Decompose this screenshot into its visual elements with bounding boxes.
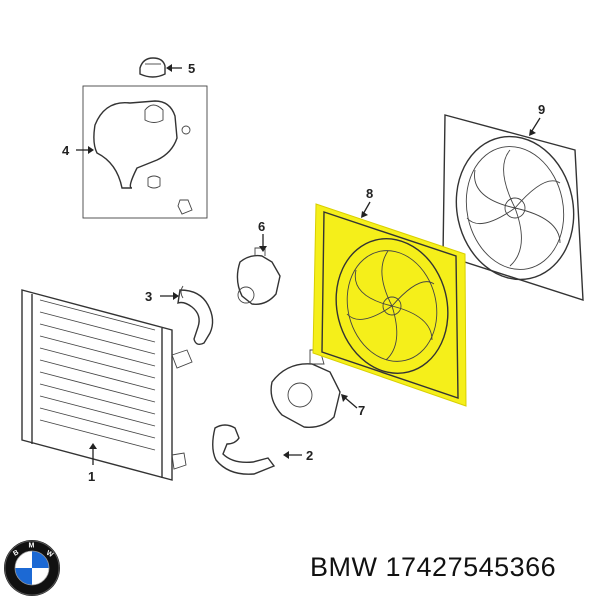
part-2-hose: 2	[212, 424, 313, 475]
bmw-logo: B M W	[4, 540, 60, 596]
callout-2: 2	[306, 448, 313, 463]
svg-text:B: B	[12, 549, 20, 558]
callout-9: 9	[538, 102, 545, 117]
part-3-hose: 3	[145, 285, 214, 346]
callout-6: 6	[258, 219, 265, 234]
part-9-fan-shroud: 9	[442, 102, 584, 301]
part-7-water-pump: 7	[270, 349, 365, 428]
callout-8: 8	[366, 186, 373, 201]
part-6-thermostat: 6	[236, 219, 281, 305]
caption-part-number: 17427545366	[385, 552, 557, 582]
callout-7: 7	[358, 403, 365, 418]
callout-4: 4	[62, 143, 70, 158]
part-caption: BMW 17427545366	[310, 552, 556, 583]
callout-1: 1	[88, 469, 95, 484]
part-4-expansion-tank: 4	[62, 85, 208, 219]
callout-5: 5	[188, 61, 195, 76]
caption-brand: BMW	[310, 552, 378, 582]
part-5-cap: 5	[139, 57, 195, 78]
part-1-radiator: 1	[21, 289, 193, 484]
svg-text:W: W	[45, 550, 55, 560]
svg-text:M: M	[29, 543, 35, 550]
part-8-fan-assembly-highlighted: 8	[312, 186, 467, 407]
callout-3: 3	[145, 289, 152, 304]
